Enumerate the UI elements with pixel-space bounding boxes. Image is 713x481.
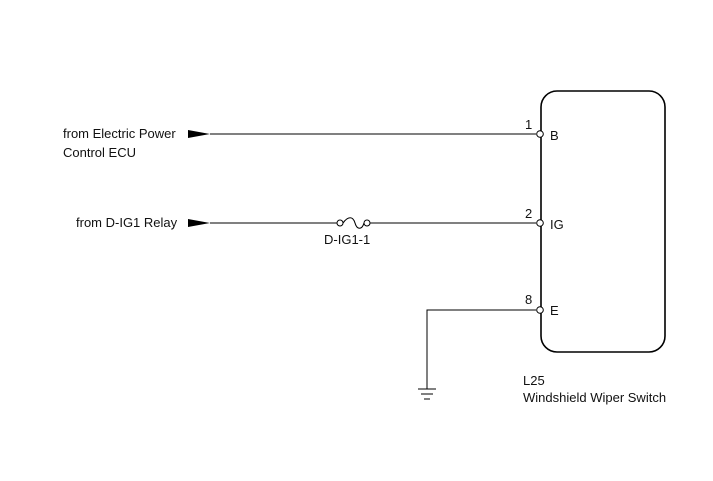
pin-number-2: 2 xyxy=(525,206,532,221)
fuse-icon xyxy=(336,217,371,229)
source-label-control-ecu: Control ECU xyxy=(63,145,136,160)
pin-name-ig: IG xyxy=(550,217,564,232)
pin-name-b: B xyxy=(550,128,559,143)
arrow-icon-electric-power xyxy=(188,130,210,138)
pin-number-1: 1 xyxy=(525,117,532,132)
component-code: L25 xyxy=(523,373,545,388)
wire-e xyxy=(426,309,536,389)
fuse-label: D-IG1-1 xyxy=(324,232,370,247)
component-name: Windshield Wiper Switch xyxy=(523,390,666,405)
pin-terminal-b xyxy=(536,130,544,138)
pin-terminal-ig xyxy=(536,219,544,227)
source-label-dig1-relay: from D-IG1 Relay xyxy=(76,215,178,230)
pin-number-8: 8 xyxy=(525,292,532,307)
source-label-electric-power: from Electric Power xyxy=(63,126,176,141)
pin-name-e: E xyxy=(550,303,559,318)
pin-terminal-e xyxy=(536,306,544,314)
arrow-icon-dig1-relay xyxy=(188,219,210,227)
ground-icon xyxy=(418,388,436,400)
